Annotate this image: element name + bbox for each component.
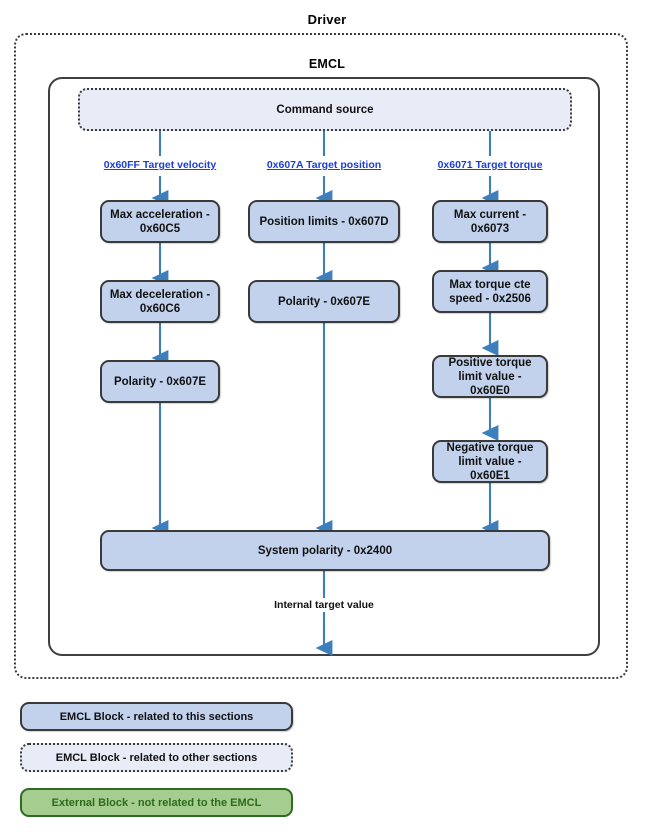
- legend-item-external-block: External Block - not related to the EMCL: [20, 788, 293, 817]
- internal-target-value-label: Internal target value: [274, 599, 374, 611]
- legend-item-emcl-this-section: EMCL Block - related to this sections: [20, 702, 293, 731]
- block-max-deceleration[interactable]: Max deceleration - 0x60C6: [100, 280, 220, 323]
- block-max-acceleration[interactable]: Max acceleration - 0x60C5: [100, 200, 220, 243]
- link-target-torque[interactable]: 0x6071 Target torque: [437, 159, 543, 171]
- block-polarity-velocity[interactable]: Polarity - 0x607E: [100, 360, 220, 403]
- block-max-torque-cte-speed[interactable]: Max torque cte speed - 0x2506: [432, 270, 548, 313]
- command-source-block[interactable]: Command source: [78, 88, 572, 131]
- legend-item-emcl-other-sections: EMCL Block - related to other sections: [20, 743, 293, 772]
- block-negative-torque-limit[interactable]: Negative torque limit value - 0x60E1: [432, 440, 548, 483]
- link-target-velocity[interactable]: 0x60FF Target velocity: [103, 159, 217, 171]
- block-position-limits[interactable]: Position limits - 0x607D: [248, 200, 400, 243]
- block-max-current[interactable]: Max current - 0x6073: [432, 200, 548, 243]
- block-system-polarity[interactable]: System polarity - 0x2400: [100, 530, 550, 571]
- block-polarity-position[interactable]: Polarity - 0x607E: [248, 280, 400, 323]
- emcl-title: EMCL: [308, 57, 346, 71]
- block-positive-torque-limit[interactable]: Positive torque limit value - 0x60E0: [432, 355, 548, 398]
- link-target-position[interactable]: 0x607A Target position: [266, 159, 382, 171]
- driver-container: [14, 33, 628, 679]
- driver-title: Driver: [307, 12, 347, 27]
